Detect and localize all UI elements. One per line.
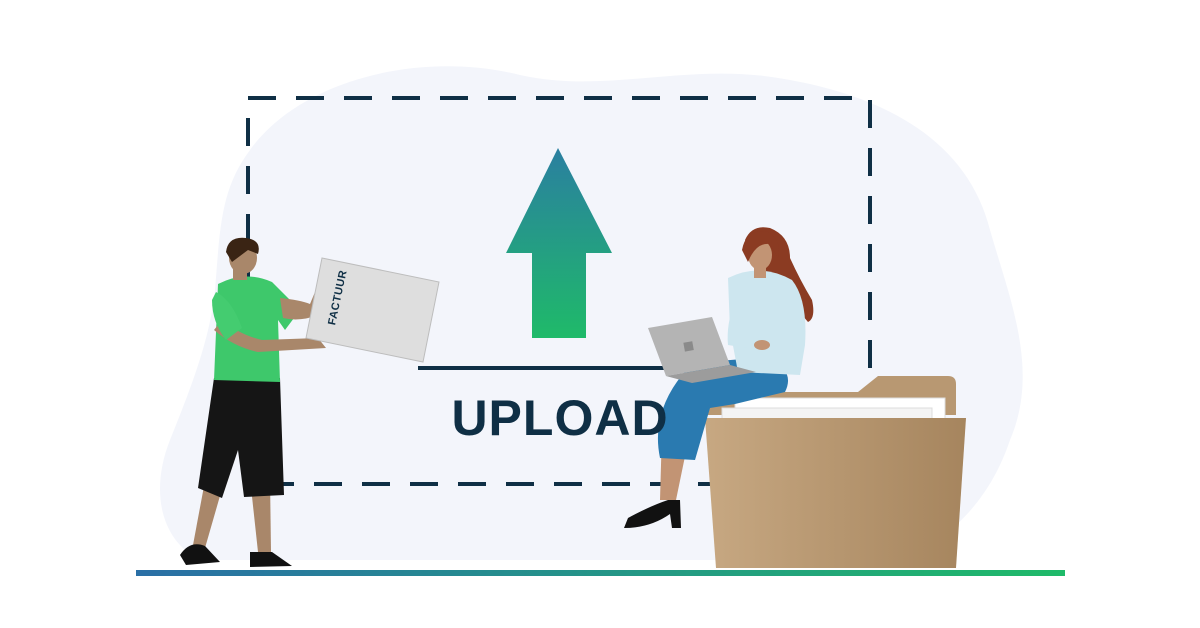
woman-figure [624,227,814,528]
upload-arrow-icon [506,148,612,338]
invoice-document-icon [305,257,440,363]
upload-label: UPLOAD [451,390,669,446]
folder-icon [705,376,966,568]
ground-line [136,570,1065,576]
dashed-upload-frame [246,96,872,486]
laptop-icon [648,317,756,383]
man-figure [180,237,328,567]
